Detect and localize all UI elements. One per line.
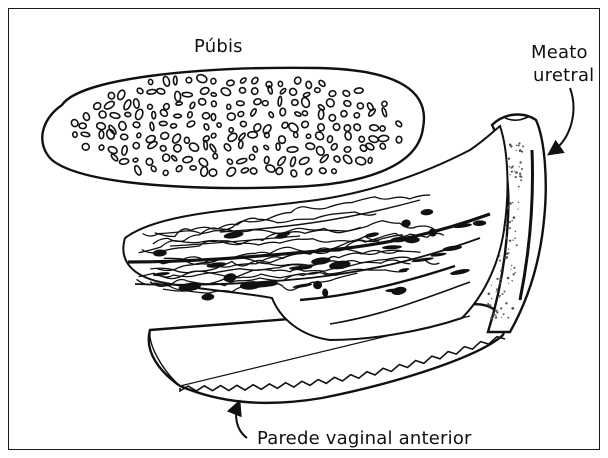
stipple-dot	[511, 220, 513, 222]
stipple-dot	[499, 255, 500, 256]
stipple-dot	[514, 171, 515, 172]
stipple-dot	[508, 283, 509, 284]
stipple-dot	[503, 313, 505, 315]
meato-label-line2: uretral	[533, 64, 594, 87]
stipple-dot	[513, 273, 515, 275]
stipple-dot	[499, 278, 501, 280]
stipple-dot	[509, 166, 511, 168]
stipple-dot	[488, 293, 491, 296]
tissue-blot	[201, 293, 214, 301]
pubis-label: Púbis	[194, 36, 243, 57]
stipple-dot	[508, 158, 510, 160]
stipple-dot	[505, 237, 508, 240]
stipple-dot	[502, 293, 504, 295]
stipple-dot	[493, 313, 495, 315]
stipple-dot	[499, 260, 501, 262]
stipple-dot	[516, 244, 518, 246]
stipple-dot	[519, 161, 521, 163]
stipple-dot	[511, 280, 513, 282]
stipple-dot	[487, 303, 489, 305]
stipple-dot	[518, 145, 520, 147]
stipple-dot	[515, 171, 518, 174]
stipple-dot	[505, 302, 507, 304]
stipple-dot	[499, 295, 501, 297]
stipple-dot	[519, 173, 521, 175]
stipple-dot	[508, 248, 509, 249]
stipple-dot	[496, 288, 498, 290]
meato-label-line1: Meato	[531, 41, 594, 64]
stipple-dot	[496, 278, 498, 280]
stipple-dot	[496, 291, 497, 292]
stipple-dot	[505, 229, 506, 230]
stipple-dot	[510, 145, 512, 147]
stipple-dot	[491, 285, 492, 286]
stipple-dot	[507, 317, 509, 319]
stipple-dot	[518, 142, 520, 144]
stipple-dot	[520, 179, 522, 181]
stipple-dot	[505, 257, 508, 260]
stipple-dot	[506, 252, 509, 255]
stipple-dot	[501, 317, 502, 318]
stipple-dot	[509, 221, 511, 223]
stipple-dot	[496, 311, 498, 313]
stipple-dot	[512, 202, 513, 203]
stipple-dot	[509, 240, 511, 242]
stipple-dot	[516, 145, 518, 147]
stipple-dot	[519, 166, 520, 167]
stipple-dot	[516, 150, 517, 151]
stipple-dot	[500, 307, 502, 309]
stipple-dot	[508, 206, 510, 208]
stipple-dot	[510, 202, 512, 204]
urethral-meatus-label: Meato uretral	[531, 41, 594, 87]
meatus-pointer-arrow	[552, 88, 573, 152]
stipple-dot	[515, 231, 517, 233]
stipple-dot	[515, 176, 517, 178]
stipple-dot	[514, 237, 516, 239]
stipple-dot	[521, 151, 523, 153]
stipple-dot	[518, 209, 519, 210]
vaginal-wall-pointer-arrow	[236, 405, 247, 438]
stipple-dot	[507, 277, 510, 280]
stipple-dot	[513, 267, 515, 269]
stipple-dot	[510, 174, 511, 175]
stipple-dot	[495, 316, 498, 319]
stipple-dot	[512, 165, 514, 167]
stipple-dot	[518, 202, 519, 203]
stipple-dot	[495, 314, 496, 315]
stipple-dot	[491, 298, 492, 299]
stipple-dot	[510, 269, 511, 270]
stipple-dot	[519, 149, 522, 152]
stipple-dot	[511, 171, 513, 173]
stipple-dot	[500, 270, 502, 272]
stipple-dot	[509, 227, 511, 229]
stipple-dot	[522, 145, 524, 147]
stipple-dot	[512, 240, 513, 241]
stipple-dot	[499, 282, 501, 284]
stipple-dot	[521, 168, 523, 170]
stipple-dot	[518, 186, 520, 188]
stipple-dot	[513, 216, 516, 219]
stipple-dot	[520, 176, 522, 178]
stipple-dot	[490, 317, 492, 319]
stipple-dot	[489, 304, 491, 306]
stipple-dot	[511, 307, 514, 310]
stipple-dot	[515, 272, 517, 274]
anterior-vaginal-wall-label: Parede vaginal anterior	[257, 428, 472, 449]
pubic-bone-shape	[42, 68, 424, 188]
stipple-dot	[501, 268, 503, 270]
stipple-dot	[503, 291, 505, 293]
stipple-dot	[511, 265, 512, 266]
